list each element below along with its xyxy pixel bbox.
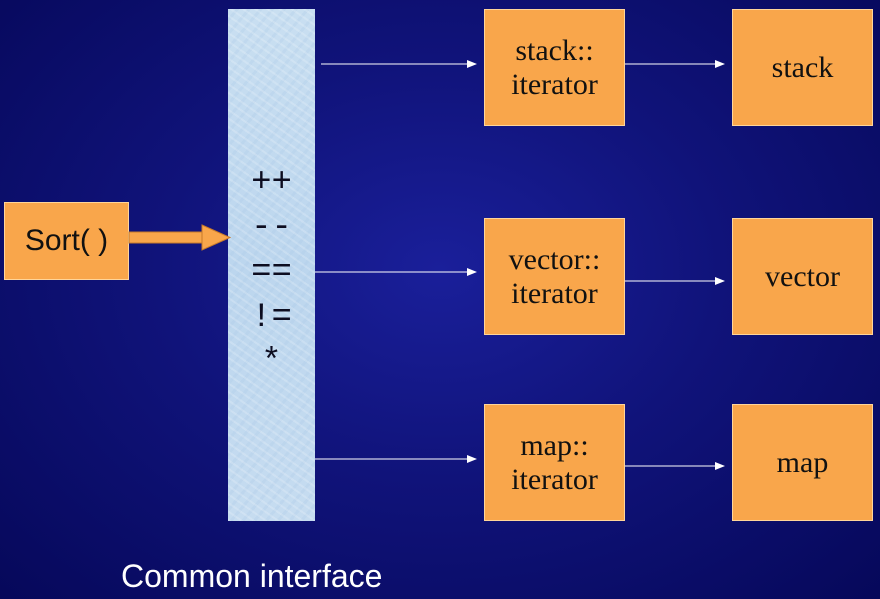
stack-container-label: stack (771, 50, 834, 84)
sort-function-label: Sort( ) (24, 224, 109, 257)
sort-to-interface-arrow (128, 224, 232, 251)
vector-iterator-line1: vector:: (508, 242, 601, 276)
stack-iterator-line1: stack:: (515, 33, 594, 67)
vector-iterator-box: vector:: iterator (484, 218, 625, 335)
sort-function-box: Sort( ) (4, 202, 129, 280)
common-interface-caption: Common interface (121, 558, 383, 594)
map-iterator-box: map:: iterator (484, 404, 625, 521)
operator-equal: == (251, 254, 292, 292)
operator-decrement: -- (251, 209, 292, 247)
operator-dereference: * (261, 344, 282, 382)
operator-increment: ++ (251, 164, 292, 202)
stack-iterator-line2: iterator (511, 67, 598, 101)
map-iterator-line2: iterator (511, 462, 598, 496)
vector-container-label: vector (765, 259, 840, 293)
map-container-box: map (732, 404, 873, 521)
operator-not-equal: != (251, 299, 292, 337)
common-interface-panel: ++ -- == != * (228, 9, 315, 521)
map-container-label: map (776, 445, 829, 479)
stack-container-box: stack (732, 9, 873, 126)
vector-iterator-line2: iterator (511, 276, 598, 310)
stack-iterator-box: stack:: iterator (484, 9, 625, 126)
map-iterator-line1: map:: (520, 428, 589, 462)
vector-container-box: vector (732, 218, 873, 335)
